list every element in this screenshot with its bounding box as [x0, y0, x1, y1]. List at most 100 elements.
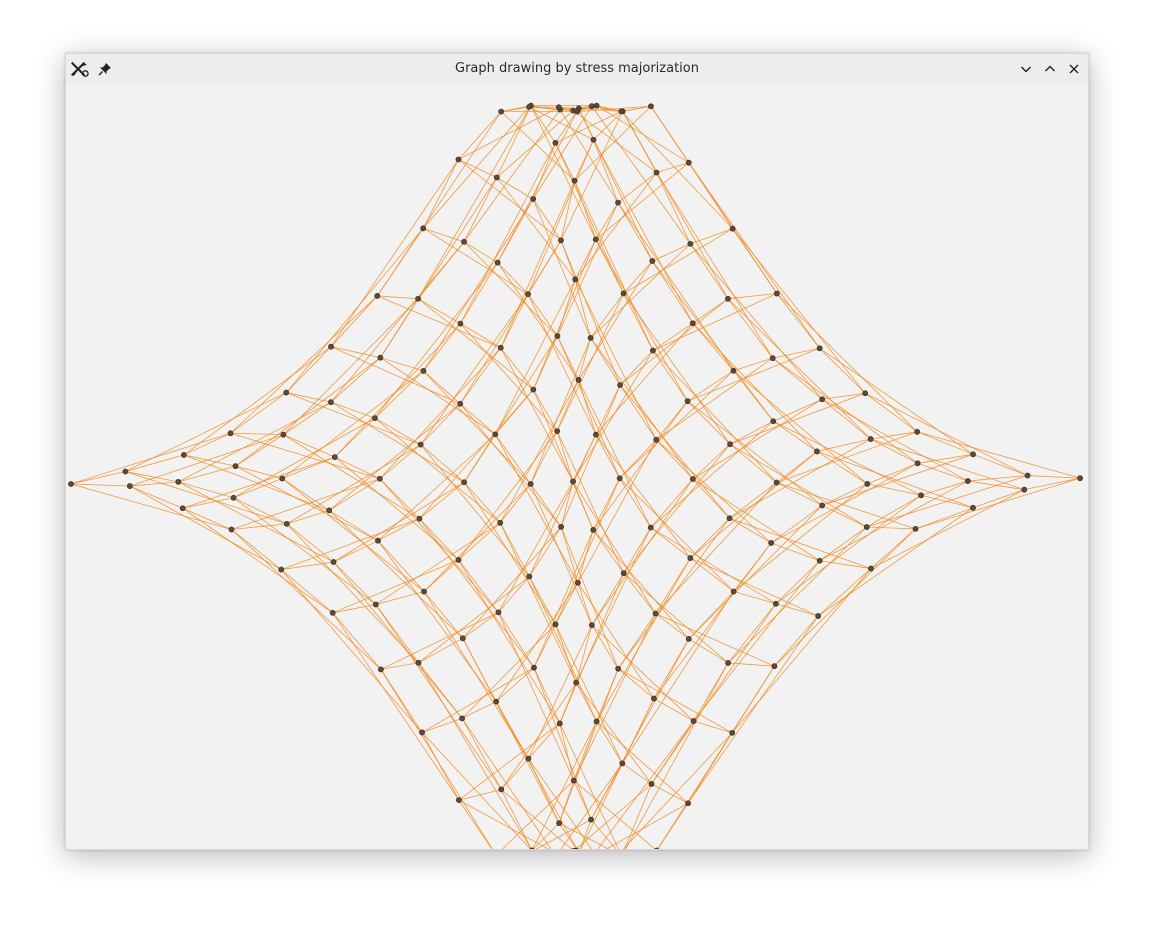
graph-node[interactable]	[619, 760, 626, 767]
graph-node[interactable]	[867, 436, 874, 442]
graph-node[interactable]	[331, 454, 338, 461]
graph-node[interactable]	[419, 729, 425, 736]
graph-node[interactable]	[329, 609, 336, 616]
graph-node[interactable]	[1024, 472, 1031, 479]
graph-node[interactable]	[1021, 486, 1028, 493]
graph-node[interactable]	[730, 367, 737, 374]
graph-node[interactable]	[819, 396, 826, 403]
graph-node[interactable]	[650, 347, 656, 354]
graph-node[interactable]	[230, 494, 237, 501]
graph-node[interactable]	[588, 816, 594, 823]
graph-node[interactable]	[620, 290, 627, 297]
graph-node[interactable]	[769, 355, 776, 362]
graph-node[interactable]	[232, 463, 239, 470]
graph-node[interactable]	[1077, 475, 1083, 482]
graph-node[interactable]	[554, 333, 561, 340]
graph-node[interactable]	[918, 492, 924, 499]
graph-node[interactable]	[326, 507, 333, 514]
graph-node[interactable]	[588, 103, 595, 110]
graph-node[interactable]	[126, 483, 133, 489]
graph-node[interactable]	[725, 660, 731, 666]
graph-node[interactable]	[420, 367, 427, 374]
graph-node[interactable]	[574, 579, 581, 586]
graph-node[interactable]	[498, 786, 505, 793]
graph-node[interactable]	[685, 636, 692, 642]
graph-node[interactable]	[558, 237, 564, 244]
graph-node[interactable]	[816, 557, 823, 564]
minimize-icon[interactable]	[1016, 59, 1036, 79]
graph-node[interactable]	[376, 475, 383, 482]
graph-node[interactable]	[495, 609, 502, 616]
graph-node[interactable]	[815, 613, 822, 619]
graph-node[interactable]	[690, 718, 697, 724]
graph-node[interactable]	[572, 276, 579, 283]
graph-node[interactable]	[415, 659, 422, 666]
graph-node[interactable]	[727, 441, 733, 448]
graph-node[interactable]	[615, 199, 621, 206]
graph-node[interactable]	[280, 431, 287, 438]
graph-node[interactable]	[526, 104, 533, 110]
graph-node[interactable]	[593, 718, 600, 725]
graph-node[interactable]	[552, 621, 559, 628]
graph-node[interactable]	[914, 460, 921, 467]
graph-node[interactable]	[814, 448, 820, 455]
graph-node[interactable]	[558, 523, 565, 530]
graph-node[interactable]	[590, 136, 597, 143]
graph-node[interactable]	[179, 505, 186, 512]
graph-node[interactable]	[730, 588, 737, 595]
app-logo-icon[interactable]	[69, 59, 89, 79]
graph-node[interactable]	[375, 537, 381, 544]
graph-node[interactable]	[492, 431, 499, 438]
graph-node[interactable]	[819, 502, 826, 509]
graph-node[interactable]	[377, 354, 384, 361]
graph-node[interactable]	[616, 475, 623, 482]
graph-node[interactable]	[729, 729, 736, 736]
graph-node[interactable]	[592, 236, 599, 243]
graph-node[interactable]	[725, 295, 731, 302]
graph-node[interactable]	[527, 481, 534, 487]
graph-node[interactable]	[372, 415, 378, 422]
graph-node[interactable]	[618, 108, 625, 115]
graph-node[interactable]	[417, 441, 424, 448]
graph-node[interactable]	[556, 720, 563, 727]
graph-node[interactable]	[912, 525, 919, 532]
graph-node[interactable]	[970, 451, 976, 458]
graph-node[interactable]	[726, 515, 733, 522]
graph-node[interactable]	[771, 663, 778, 670]
graph-canvas[interactable]	[66, 83, 1088, 849]
graph-node[interactable]	[571, 847, 576, 849]
graph-node[interactable]	[685, 159, 692, 166]
graph-node[interactable]	[615, 665, 622, 672]
graph-node[interactable]	[531, 664, 537, 671]
graph-node[interactable]	[687, 240, 694, 247]
graph-node[interactable]	[914, 428, 921, 435]
graph-node[interactable]	[689, 476, 696, 482]
graph-node[interactable]	[530, 386, 537, 393]
graph-node[interactable]	[774, 290, 780, 297]
graph-node[interactable]	[864, 480, 871, 487]
graph-node[interactable]	[588, 622, 595, 629]
graph-node[interactable]	[555, 104, 562, 111]
graph-node[interactable]	[868, 565, 874, 572]
graph-node[interactable]	[283, 520, 290, 527]
graph-node[interactable]	[459, 635, 466, 642]
graph-node[interactable]	[770, 418, 777, 425]
graph-node[interactable]	[571, 177, 578, 184]
graph-node[interactable]	[687, 555, 694, 561]
graph-node[interactable]	[570, 777, 577, 784]
graph-node[interactable]	[729, 225, 736, 232]
graph-node[interactable]	[768, 540, 775, 546]
graph-node[interactable]	[648, 103, 654, 110]
graph-node[interactable]	[330, 559, 337, 565]
graph-node[interactable]	[653, 169, 660, 176]
graph-node[interactable]	[227, 430, 234, 437]
graph-node[interactable]	[377, 666, 384, 673]
title-bar[interactable]: Graph drawing by stress majorization	[66, 54, 1088, 83]
graph-node[interactable]	[457, 320, 464, 327]
graph-node[interactable]	[573, 679, 580, 686]
graph-node[interactable]	[773, 600, 779, 607]
graph-node[interactable]	[570, 478, 576, 485]
graph-node[interactable]	[574, 108, 581, 115]
graph-node[interactable]	[649, 258, 656, 264]
graph-node[interactable]	[685, 800, 691, 807]
